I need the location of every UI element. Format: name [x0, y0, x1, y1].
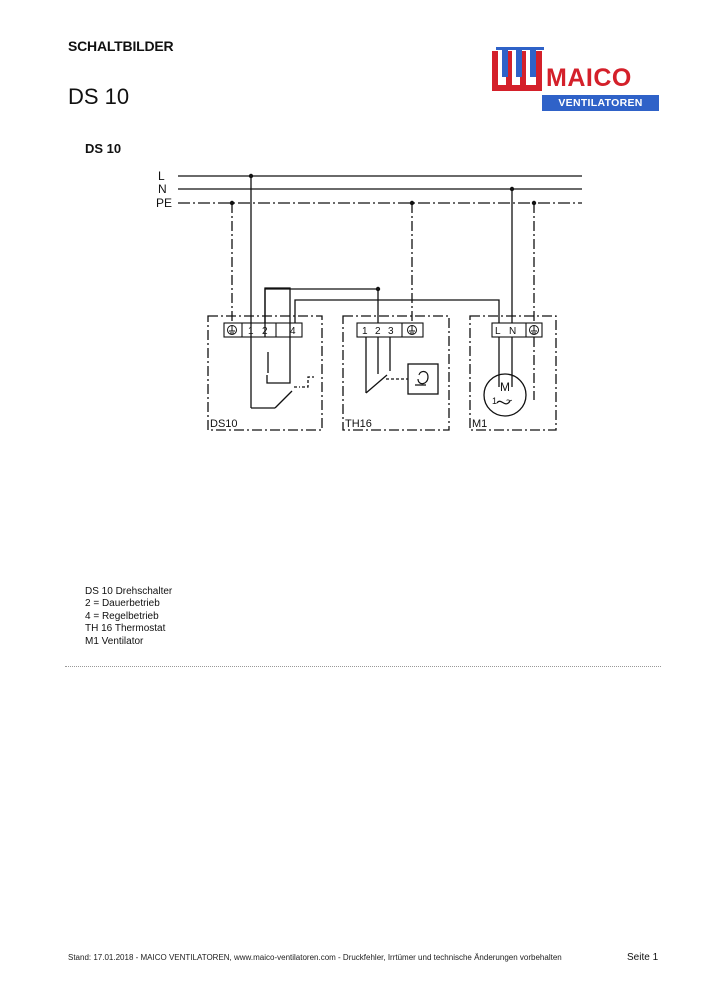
device-label-ds10: DS10 — [210, 418, 238, 430]
terminal-label: 2 — [262, 326, 268, 337]
terminal-label: 4 — [290, 326, 296, 337]
page-title: DS 10 — [68, 84, 130, 109]
terminal-label: 1 — [362, 326, 368, 337]
terminal-block-ds10 — [223, 322, 303, 338]
wiring-diagram: L N PE 1 2 4 1 2 3 L N DS10 TH16 M1 M 1 … — [156, 169, 582, 431]
terminal-label: N — [509, 326, 516, 337]
legend-item: M1 Ventilator — [85, 635, 144, 647]
terminal-block-m1 — [491, 322, 543, 338]
ds10-switch-contact — [274, 390, 293, 409]
legend: DS 10 Drehschalter 2 = Dauerbetrieb 4 = … — [85, 586, 172, 648]
diagram-heading: DS 10 — [85, 141, 122, 156]
ds10-regulation-symbol — [294, 376, 314, 388]
ground-symbol-icon — [529, 325, 539, 335]
legend-item: 4 = Regelbetrieb — [85, 610, 159, 622]
ground-symbol-icon — [227, 325, 237, 335]
bus-label-n: N — [158, 182, 167, 196]
terminal-label: 2 — [375, 326, 381, 337]
wire-ds10-out2 — [264, 287, 291, 384]
device-label-th16: TH16 — [345, 418, 372, 430]
device-box-th16 — [342, 315, 450, 431]
bus-label-pe: PE — [156, 196, 172, 210]
wire-ds10-t4 — [294, 299, 500, 323]
device-box-m1 — [469, 315, 557, 431]
device-label-m1: M1 — [472, 418, 487, 430]
legend-item: DS 10 Drehschalter — [85, 586, 173, 597]
legend-item: TH 16 Thermostat — [85, 623, 166, 635]
wire-ds10-t2 — [264, 288, 379, 323]
section-heading: SCHALTBILDER — [68, 38, 174, 54]
separator-line — [65, 666, 661, 667]
page-number: Seite 1 — [627, 952, 659, 963]
terminal-label: L — [495, 326, 501, 337]
logo-brand-name: MAICO — [546, 64, 632, 92]
th16-switch-contact — [365, 374, 388, 394]
thermostat-sensor-icon — [407, 363, 439, 395]
footer-note: Stand: 17.01.2018 - MAICO VENTILATOREN, … — [68, 953, 562, 962]
motor-ac-symbol: ~ — [506, 395, 512, 407]
bus-label-l: L — [158, 169, 165, 183]
logo-subtitle: VENTILATOREN — [542, 95, 659, 111]
ground-symbol-icon — [407, 325, 417, 335]
motor-icon — [483, 373, 527, 417]
legend-item: 2 = Dauerbetrieb — [85, 598, 160, 610]
maico-logo-mark-icon — [492, 47, 544, 91]
terminal-label: 3 — [388, 326, 394, 337]
terminal-label: 1 — [248, 326, 254, 337]
motor-phase: 1 — [492, 396, 497, 406]
maico-logo: MAICO VENTILATOREN — [492, 47, 660, 113]
motor-letter: M — [500, 380, 510, 394]
